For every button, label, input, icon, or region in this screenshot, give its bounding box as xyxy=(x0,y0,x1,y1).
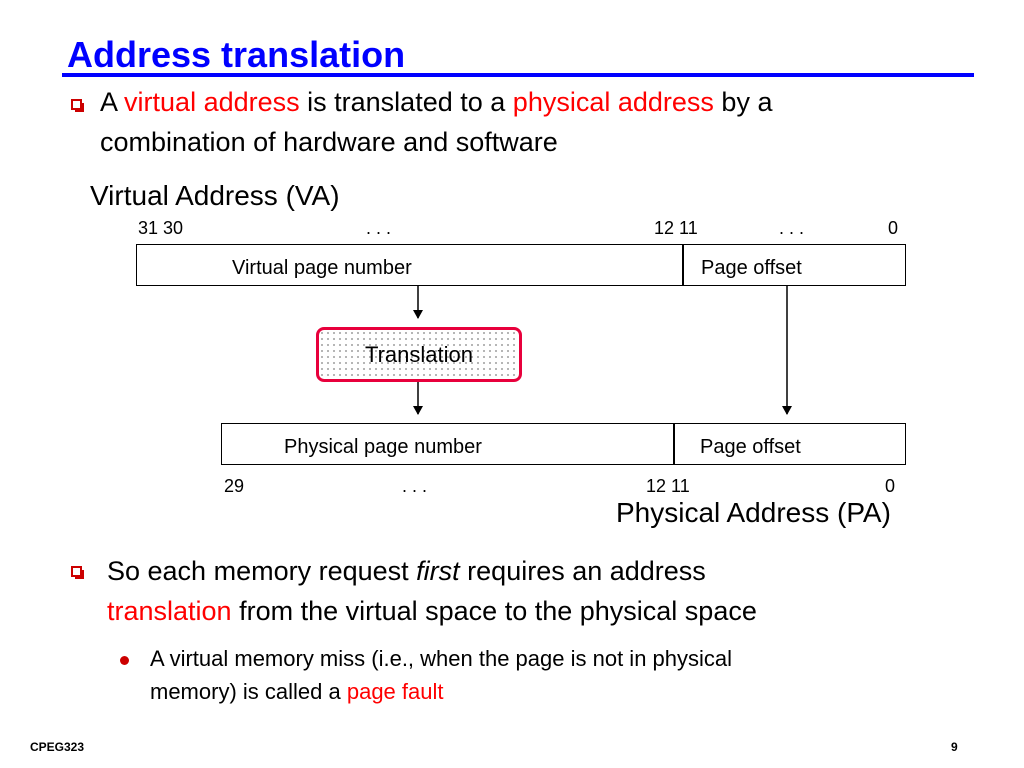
pa-bit-12-11: 12 11 xyxy=(646,476,690,496)
subbullet-line-2: memory) is called a page fault xyxy=(150,679,443,705)
bullet-2-first: first xyxy=(416,556,460,586)
va-bit-12-11: 12 11 xyxy=(654,218,698,238)
bullet-2-line-1: So each memory request first requires an… xyxy=(107,553,706,589)
round-bullet-icon xyxy=(120,656,129,665)
translation-label: Translation xyxy=(364,341,473,367)
va-register xyxy=(136,244,906,286)
va-offset-label: Page offset xyxy=(701,257,802,279)
bullet-2-text-b: requires an address xyxy=(467,556,706,586)
square-bullet-icon xyxy=(71,99,84,112)
bullet-1-text-a: A xyxy=(100,87,117,117)
pa-register xyxy=(221,423,906,465)
bullet-1-virtual-address: virtual address xyxy=(124,87,300,117)
footer-course: CPEG323 xyxy=(30,740,85,754)
va-bit-0: 0 xyxy=(888,218,899,238)
bullet-1-text-b: is translated to a xyxy=(307,87,506,117)
va-caption: Virtual Address (VA) xyxy=(90,180,340,211)
bullet-2-text-a: So each memory request xyxy=(107,556,409,586)
pa-bit-0: 0 xyxy=(885,476,896,496)
va-vpn-label: Virtual page number xyxy=(232,257,412,279)
footer-page-number: 9 xyxy=(951,740,958,754)
pa-bit-dots: . . . xyxy=(402,476,428,496)
va-bit-dots-1: . . . xyxy=(366,218,392,238)
bullet-2-translation: translation xyxy=(107,596,232,626)
subbullet-text: memory) is called a xyxy=(150,679,341,704)
pa-ppn-label: Physical page number xyxy=(284,436,482,458)
bullet-1-physical-address: physical address xyxy=(512,87,714,117)
va-bit-dots-2: . . . xyxy=(779,218,805,238)
pa-bit-29: 29 xyxy=(224,476,245,496)
bullet-2-line-2: translation from the virtual space to th… xyxy=(107,593,757,629)
slide-title: Address translation xyxy=(67,34,406,75)
bullet-1-text-c: by a xyxy=(721,87,773,117)
bullet-1-line-2: combination of hardware and software xyxy=(100,127,558,157)
bullet-2-text-c: from the virtual space to the physical s… xyxy=(239,596,757,626)
va-divider xyxy=(682,244,684,286)
subbullet-line-1: A virtual memory miss (i.e., when the pa… xyxy=(150,646,733,671)
bullet-1-line-1: A virtual address is translated to a phy… xyxy=(100,84,772,120)
title-underline xyxy=(62,73,974,77)
subbullet-page-fault: page fault xyxy=(346,679,444,704)
va-bit-31-30: 31 30 xyxy=(138,218,184,238)
pa-divider xyxy=(673,423,675,465)
square-bullet-icon xyxy=(71,566,84,579)
translation-box: Translation xyxy=(316,327,522,382)
pa-caption: Physical Address (PA) xyxy=(616,497,891,528)
pa-offset-label: Page offset xyxy=(700,436,801,458)
